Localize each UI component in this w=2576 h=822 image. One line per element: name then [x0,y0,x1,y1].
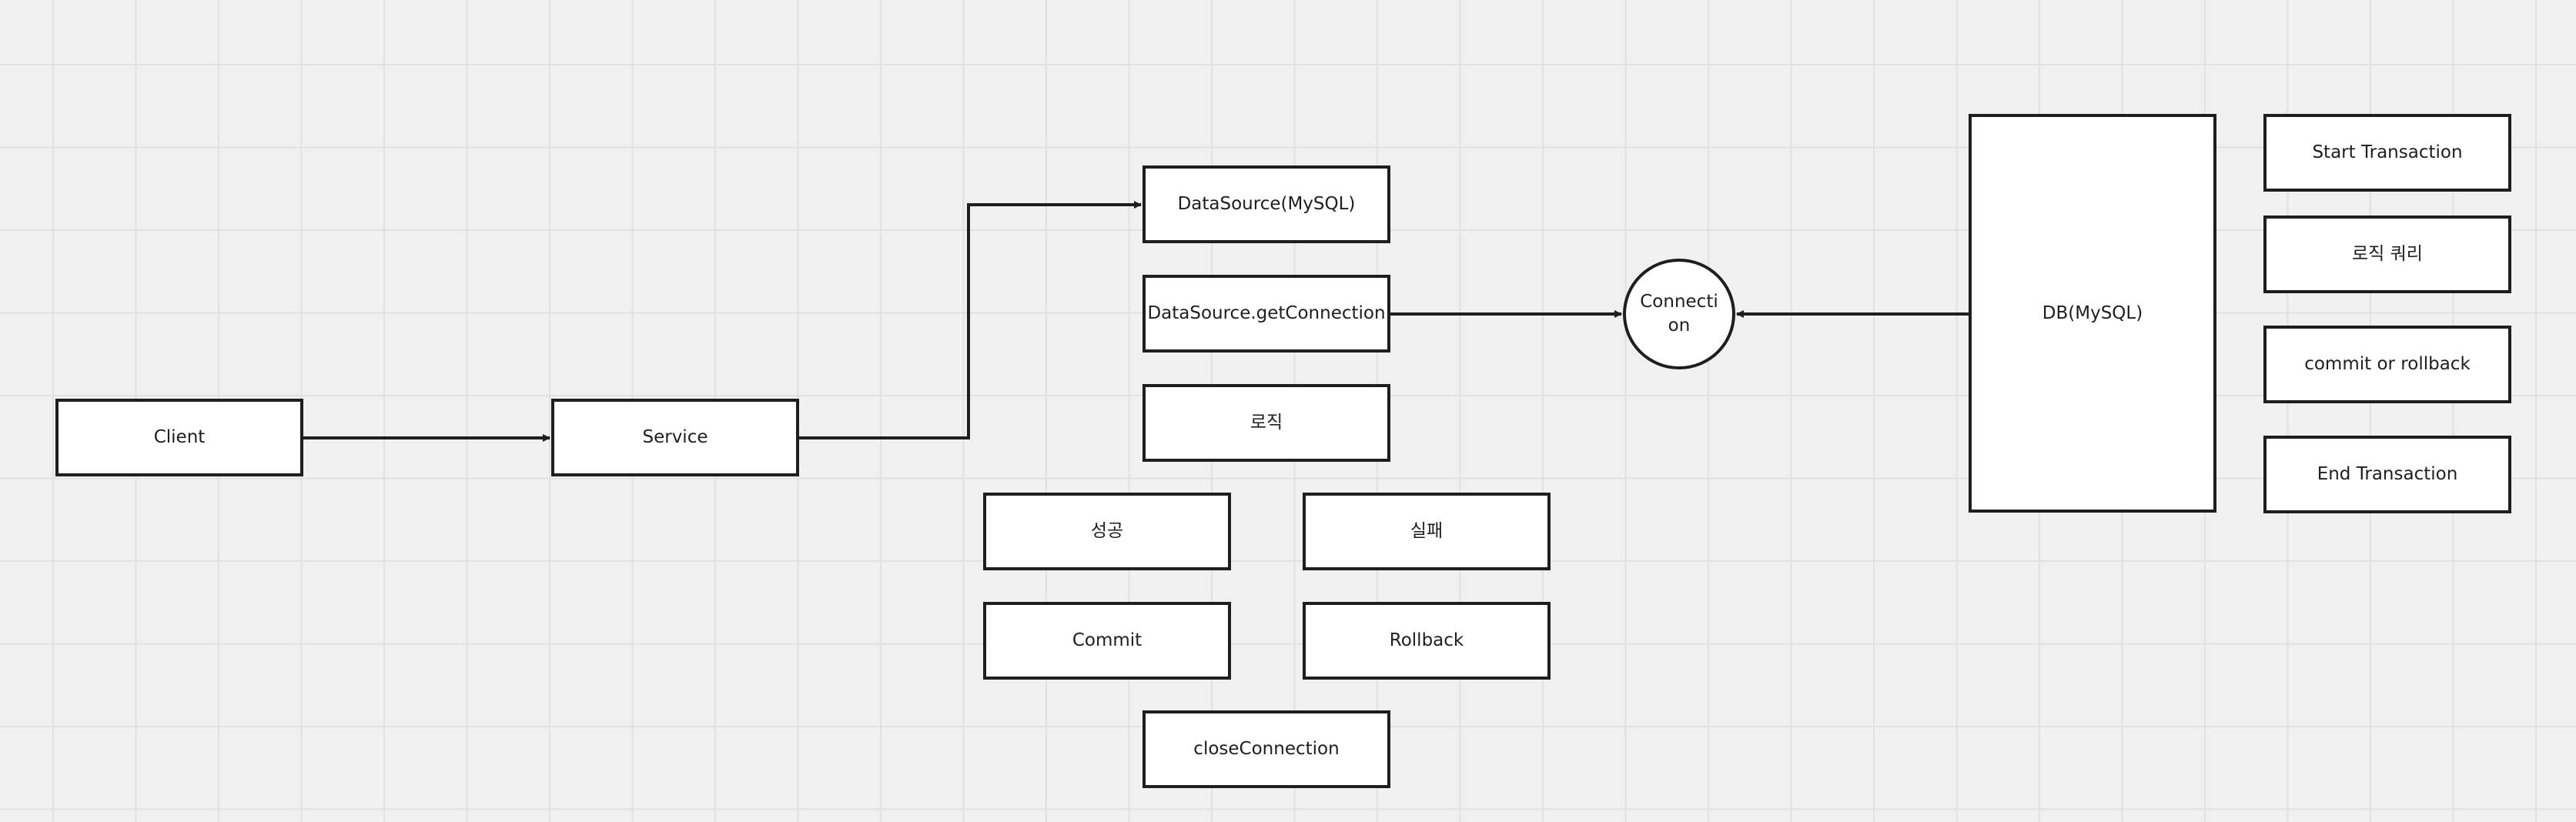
arrow-service-to-datasource [799,201,1142,439]
db-label: DB(MySQL) [2042,302,2143,323]
client-box[interactable]: Client [55,399,303,476]
get-connection-label: DataSource.getConnection [1147,303,1386,323]
close-connection-box[interactable]: closeConnection [1142,710,1390,788]
failure-label: 실패 [1410,521,1444,541]
failure-box[interactable]: 실패 [1303,493,1551,570]
close-connection-label: closeConnection [1193,739,1340,759]
end-transaction-label: End Transaction [2317,464,2458,484]
commit-box[interactable]: Commit [983,602,1231,680]
success-label: 성공 [1090,521,1124,541]
commit-or-rollback-box[interactable]: commit or rollback [2263,326,2511,403]
logic-box[interactable]: 로직 [1142,384,1390,462]
datasource-box[interactable]: DataSource(MySQL) [1142,165,1390,243]
commit-label: Commit [1072,630,1142,650]
logic-label: 로직 [1250,413,1283,433]
success-box[interactable]: 성공 [983,493,1231,570]
end-transaction-box[interactable]: End Transaction [2263,436,2511,513]
start-transaction-label: Start Transaction [2312,142,2463,162]
db-box[interactable]: DB(MySQL) [1969,114,2216,513]
connection-label: Connection [1640,292,1718,336]
rollback-label: Rollback [1389,630,1464,650]
commit-or-rollback-label: commit or rollback [2304,354,2471,374]
get-connection-box[interactable]: DataSource.getConnection [1142,275,1390,353]
connection-circle[interactable]: Connection [1623,259,1735,369]
client-label: Client [153,427,206,447]
logic-query-box[interactable]: 로직 쿼리 [2263,216,2511,293]
service-label: Service [642,427,708,447]
datasource-label: DataSource(MySQL) [1177,194,1356,214]
service-box[interactable]: Service [551,399,799,476]
logic-query-label: 로직 쿼리 [2352,244,2423,264]
start-transaction-box[interactable]: Start Transaction [2263,114,2511,192]
rollback-box[interactable]: Rollback [1303,602,1551,680]
